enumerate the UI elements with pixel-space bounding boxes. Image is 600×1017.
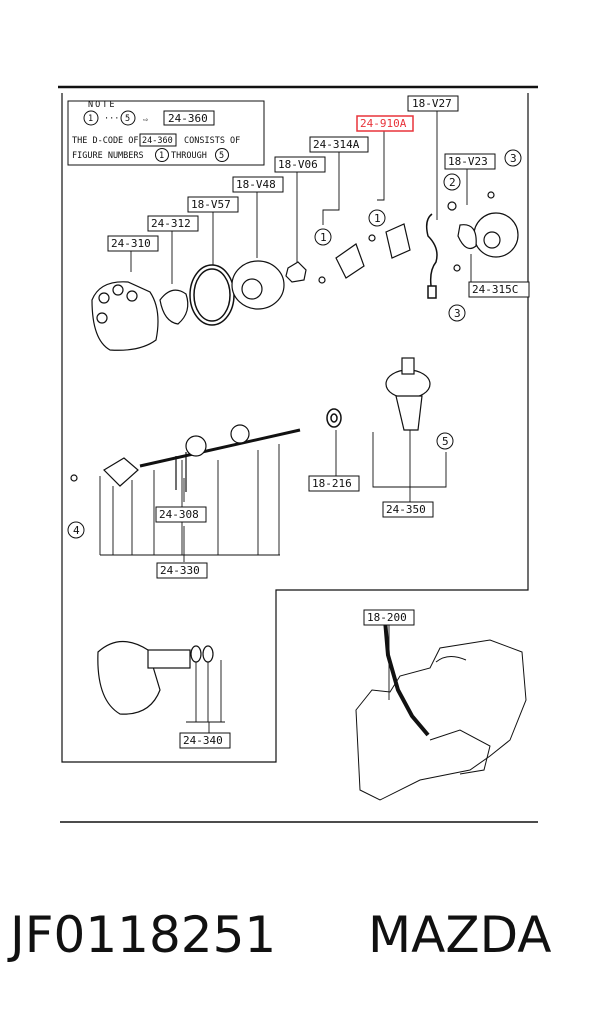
signal-rotor bbox=[447, 191, 519, 272]
code-24-340[interactable]: 24-340 bbox=[179, 732, 231, 749]
parts-diagram: NOTE 1 ··· 5 ⇨ 24-360 THE D-CODE OF 24-3… bbox=[58, 85, 538, 823]
callout-4: 4 bbox=[67, 521, 85, 539]
svg-text:2: 2 bbox=[449, 176, 456, 189]
svg-text:4: 4 bbox=[73, 524, 80, 537]
wire-harness bbox=[425, 213, 438, 299]
svg-text:18-V06: 18-V06 bbox=[278, 158, 318, 171]
callout-1-left: 1 bbox=[314, 228, 332, 246]
distributor-cap bbox=[91, 281, 159, 351]
svg-text:24-910A: 24-910A bbox=[360, 117, 407, 130]
code-24-350[interactable]: 24-350 bbox=[382, 501, 434, 518]
svg-text:24-350: 24-350 bbox=[386, 503, 426, 516]
svg-text:24-340: 24-340 bbox=[183, 734, 223, 747]
svg-text:18-V27: 18-V27 bbox=[412, 97, 452, 110]
note-ref-code: 24-360 bbox=[168, 112, 208, 125]
code-24-312[interactable]: 24-312 bbox=[147, 215, 199, 232]
gasket-ring bbox=[189, 264, 235, 326]
code-24-910a-highlighted[interactable]: 24-910A bbox=[356, 115, 414, 132]
code-18-v27[interactable]: 18-V27 bbox=[407, 95, 459, 112]
code-24-308[interactable]: 24-308 bbox=[155, 506, 207, 523]
svg-text:24-330: 24-330 bbox=[160, 564, 200, 577]
code-18-v23[interactable]: 18-V23 bbox=[444, 153, 496, 170]
callout-3-top: 3 bbox=[504, 149, 522, 167]
code-18-v57[interactable]: 18-V57 bbox=[187, 196, 239, 213]
svg-text:5: 5 bbox=[442, 435, 449, 448]
svg-text:···: ··· bbox=[104, 114, 119, 124]
code-18-v48[interactable]: 18-V48 bbox=[232, 176, 284, 193]
code-18-200[interactable]: 18-200 bbox=[363, 609, 415, 626]
svg-text:18-216: 18-216 bbox=[312, 477, 352, 490]
note-range-start: 1 bbox=[88, 114, 93, 124]
note-line2-start: 1 bbox=[159, 151, 164, 161]
code-18-216[interactable]: 18-216 bbox=[308, 475, 360, 492]
note-box: NOTE 1 ··· 5 ⇨ 24-360 THE D-CODE OF 24-3… bbox=[67, 100, 265, 166]
callout-1-right: 1 bbox=[368, 209, 386, 227]
svg-text:24-315C: 24-315C bbox=[472, 283, 518, 296]
code-24-314a[interactable]: 24-314A bbox=[309, 136, 369, 153]
svg-text:24-314A: 24-314A bbox=[313, 138, 360, 151]
svg-text:18-200: 18-200 bbox=[367, 611, 407, 624]
note-line2-end: 5 bbox=[219, 151, 224, 161]
note-title: NOTE bbox=[88, 100, 116, 110]
note-line1-code: 24-360 bbox=[142, 136, 173, 146]
svg-text:24-310: 24-310 bbox=[111, 237, 151, 250]
code-18-v06[interactable]: 18-V06 bbox=[274, 156, 326, 173]
svg-text:24-308: 24-308 bbox=[159, 508, 199, 521]
svg-text:1: 1 bbox=[320, 231, 327, 244]
brand-name: MAZDA bbox=[368, 906, 552, 964]
code-24-330[interactable]: 24-330 bbox=[156, 562, 208, 579]
svg-text:18-V23: 18-V23 bbox=[448, 155, 488, 168]
code-24-310[interactable]: 24-310 bbox=[107, 235, 159, 252]
svg-text:18-V48: 18-V48 bbox=[236, 178, 276, 191]
callout-2: 2 bbox=[443, 173, 461, 191]
cover-plate bbox=[231, 260, 285, 310]
part-number: JF0118251 bbox=[10, 906, 277, 964]
pickup-coil bbox=[368, 223, 411, 259]
distributor-housing bbox=[97, 640, 214, 715]
note-line1-suffix: CONSISTS OF bbox=[184, 136, 240, 146]
svg-text:24-312: 24-312 bbox=[151, 217, 191, 230]
callout-5: 5 bbox=[436, 432, 454, 450]
seal-ring bbox=[326, 408, 342, 428]
governor-shaft bbox=[70, 424, 301, 492]
svg-text:3: 3 bbox=[454, 307, 461, 320]
svg-text:18-V57: 18-V57 bbox=[191, 198, 231, 211]
note-range-end: 5 bbox=[125, 114, 130, 124]
callout-3-bottom: 3 bbox=[448, 304, 466, 322]
nut bbox=[285, 261, 307, 283]
engine-assembly bbox=[355, 619, 527, 801]
svg-text:1: 1 bbox=[374, 212, 381, 225]
code-24-315c[interactable]: 24-315C bbox=[468, 281, 530, 298]
igniter-unit bbox=[318, 243, 365, 284]
note-line2-mid: THROUGH bbox=[171, 151, 207, 161]
footer: JF0118251 MAZDA bbox=[0, 905, 600, 975]
note-line2-prefix: FIGURE NUMBERS bbox=[72, 151, 144, 161]
svg-text:3: 3 bbox=[510, 152, 517, 165]
note-arrow: ⇨ bbox=[143, 115, 149, 125]
vacuum-unit bbox=[385, 357, 431, 431]
rotor bbox=[159, 289, 189, 325]
diagram-frame bbox=[61, 93, 529, 763]
note-line1-prefix: THE D-CODE OF bbox=[72, 136, 139, 146]
